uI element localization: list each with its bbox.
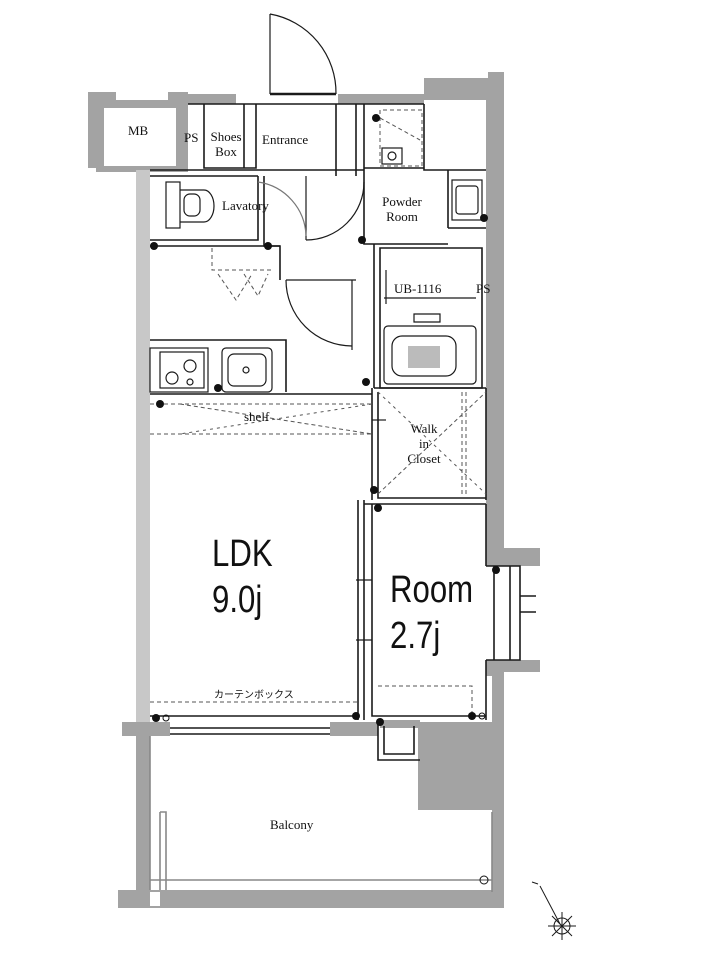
- room-label: Room 2.7j: [390, 568, 473, 659]
- walk-in-closet-label: Walk in Closet: [396, 421, 452, 467]
- bathtub-icon: [383, 270, 477, 385]
- powder-room-line2: Room: [386, 208, 418, 224]
- sink-icon: [221, 347, 273, 393]
- north-arrow-icon: [531, 881, 576, 940]
- walls: [88, 72, 540, 908]
- balcony-label: Balcony: [270, 817, 314, 832]
- powder-room-label: Powder Room: [372, 194, 432, 225]
- walk-in-closet-line1: Walk: [410, 421, 438, 436]
- ldk-size: 9.0j: [212, 578, 263, 621]
- shoes-box-line1: Shoes: [210, 129, 242, 144]
- column-dots: [150, 114, 500, 885]
- wall-lines: [149, 103, 536, 892]
- room-name: Room: [390, 569, 474, 611]
- shoes-box-line2: Box: [215, 143, 237, 159]
- curtain-box-label: カーテンボックス: [214, 690, 294, 701]
- washbasin-icon: [381, 147, 483, 221]
- entrance-label: Entrance: [262, 132, 309, 147]
- walk-in-closet-line3: Closet: [407, 450, 441, 466]
- unit-bath-label: UB-1116: [394, 281, 442, 296]
- dashed-lines: [150, 109, 487, 716]
- shelf-label: shelf: [244, 409, 270, 424]
- shoes-box-label: Shoes Box: [206, 129, 246, 160]
- ps-right-label: PS: [476, 281, 491, 296]
- toilet-icon: [165, 181, 215, 229]
- stove-icon: [149, 347, 209, 393]
- powder-room-line1: Powder: [382, 194, 422, 209]
- room-size: 2.7j: [390, 614, 441, 657]
- ps-top-label: PS: [184, 130, 199, 145]
- doors: [257, 13, 386, 641]
- ldk-name: LDK: [212, 533, 273, 575]
- mb-label: MB: [128, 123, 149, 138]
- walk-in-closet-line2: in: [418, 435, 430, 451]
- lavatory-label: Lavatory: [222, 198, 269, 213]
- ldk-label: LDK 9.0j: [212, 532, 273, 623]
